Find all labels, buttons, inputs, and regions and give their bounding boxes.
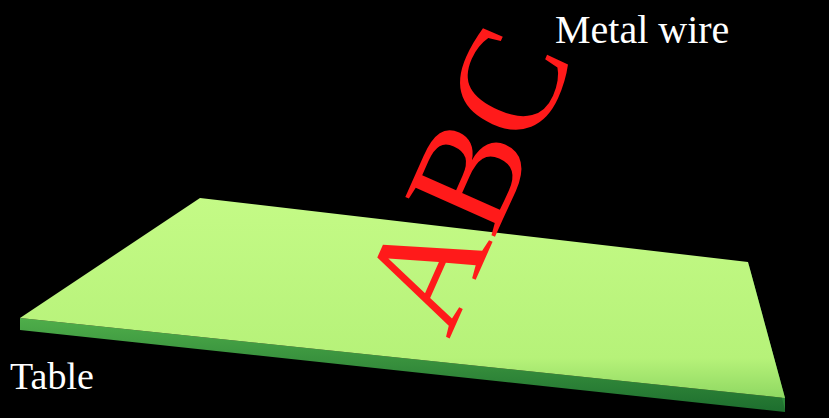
part-name: Metal wire [555, 10, 729, 50]
part-name: Table [10, 357, 94, 395]
